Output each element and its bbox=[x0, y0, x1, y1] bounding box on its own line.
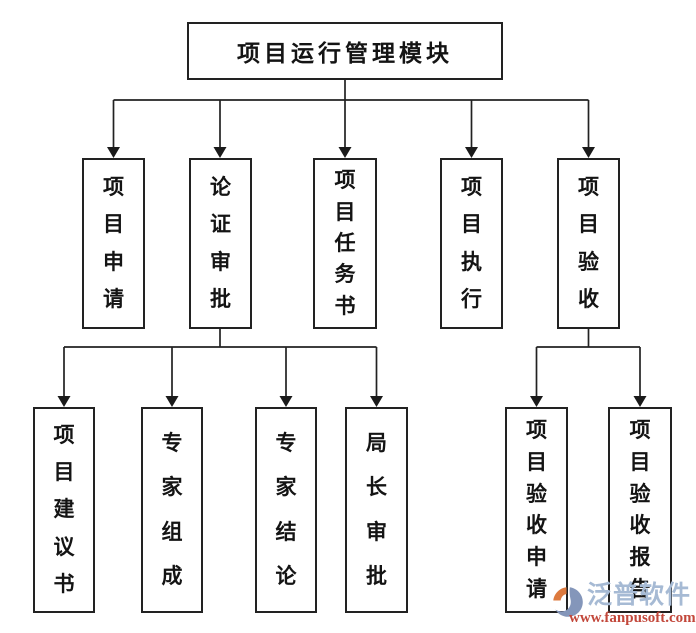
fanpu-logo-icon bbox=[553, 587, 583, 617]
node-director-approval: 局长审批 bbox=[345, 407, 408, 613]
fanpu-logo-orange-arc bbox=[553, 587, 567, 601]
node-project-proposal: 项目建议书 bbox=[33, 407, 95, 613]
node-project-execution-label: 项目执行 bbox=[461, 174, 482, 312]
node-expert-conclusion: 专家结论 bbox=[255, 407, 317, 613]
node-review-approval-label: 论证审批 bbox=[210, 174, 231, 312]
node-expert-conclusion-label: 专家结论 bbox=[275, 430, 297, 589]
node-project-proposal-label: 项目建议书 bbox=[53, 423, 75, 596]
fanpu-logo-blue-swoosh bbox=[555, 587, 583, 617]
node-root-module: 项目运行管理模块 bbox=[187, 22, 503, 80]
node-project-acceptance: 项目验收 bbox=[557, 158, 620, 329]
node-director-approval-label: 局长审批 bbox=[366, 430, 387, 589]
node-expert-composition: 专家组成 bbox=[141, 407, 203, 613]
node-project-application-label: 项目申请 bbox=[103, 174, 124, 312]
watermark-brand: 泛普软件 bbox=[587, 581, 692, 609]
node-project-acceptance-label: 项目验收 bbox=[578, 174, 599, 312]
node-project-task-book: 项目任务书 bbox=[313, 158, 377, 329]
node-acceptance-application-label: 项目验收申请 bbox=[526, 417, 547, 602]
node-project-task-book-label: 项目任务书 bbox=[334, 168, 356, 318]
node-review-approval: 论证审批 bbox=[189, 158, 252, 329]
node-acceptance-report: 项目验收报告 bbox=[608, 407, 672, 613]
node-expert-composition-label: 专家组成 bbox=[161, 430, 183, 589]
node-project-execution: 项目执行 bbox=[440, 158, 503, 329]
node-acceptance-application: 项目验收申请 bbox=[505, 407, 568, 613]
watermark-url: www.fanpusoft.com bbox=[569, 610, 696, 626]
node-root-module-label: 项目运行管理模块 bbox=[237, 41, 453, 66]
watermark: 泛普软件 www.fanpusoft.com bbox=[551, 583, 696, 626]
node-project-application: 项目申请 bbox=[82, 158, 145, 329]
node-acceptance-report-label: 项目验收报告 bbox=[629, 417, 651, 602]
